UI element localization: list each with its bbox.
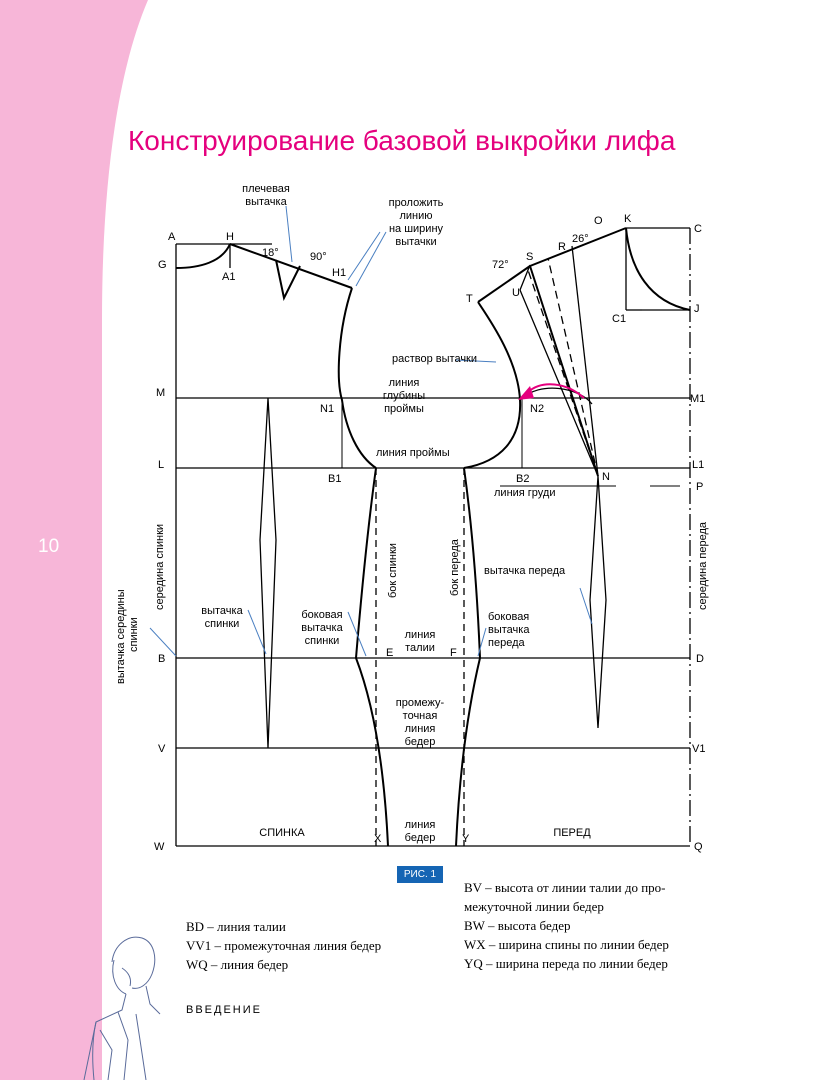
point-J: J	[694, 303, 700, 315]
bust-line-label: линия груди	[494, 487, 556, 499]
angle-90: 90°	[310, 251, 327, 263]
shoulder-dart-label-2: вытачка	[245, 196, 287, 208]
point-H: H	[226, 231, 234, 243]
point-S: S	[526, 251, 533, 263]
angle-26: 26°	[572, 233, 589, 245]
point-P: P	[696, 481, 703, 493]
section-label: ВВЕДЕНИЕ	[186, 1004, 262, 1016]
waist-line-label-2: талии	[405, 642, 435, 654]
legend-left: BD – линия талии VV1 – промежуточная лин…	[186, 917, 446, 974]
armhole-depth-label-3: проймы	[384, 403, 424, 415]
mid-hip-label-2: точная	[403, 710, 438, 722]
point-C: C	[694, 223, 702, 235]
point-W: W	[154, 841, 165, 853]
point-Y: Y	[462, 833, 470, 845]
back-dart-label-2: спинки	[205, 618, 240, 630]
legend-item: BV – высота от линии талии до про-	[464, 880, 666, 895]
angle-labels: 18° 90° 26° 72°	[262, 233, 589, 271]
hip-line-label-1: линия	[405, 819, 436, 831]
back-side-dart-label-3: спинки	[305, 635, 340, 647]
front-side-dart-label-1: боковая	[488, 611, 529, 623]
legend-item: межуточной линии бедер	[464, 899, 604, 914]
legend-item: WX – ширина спины по линии бедер	[464, 937, 669, 952]
back-side-label: бок спинки	[387, 543, 399, 598]
point-T: T	[466, 293, 473, 305]
point-L: L	[158, 459, 164, 471]
point-A: A	[168, 231, 176, 243]
angle-72: 72°	[492, 259, 509, 271]
point-E: E	[386, 647, 393, 659]
hip-line-label-2: бедер	[405, 832, 436, 844]
point-R: R	[558, 241, 566, 253]
back-dart-label-1: вытачка	[201, 605, 243, 617]
point-U: U	[512, 287, 520, 299]
point-H1: H1	[332, 267, 346, 279]
dart-opening-label: раствор вытачки	[392, 353, 477, 365]
page-title: Конструирование базовой выкройки лифа	[128, 125, 676, 156]
armhole-line-label: линия проймы	[376, 447, 450, 459]
construction-lines	[175, 227, 691, 847]
front-side-label: бок переда	[449, 538, 461, 596]
shoulder-dart-label-1: плечевая	[242, 183, 290, 195]
front-piece-label: ПЕРЕД	[553, 827, 591, 839]
mid-hip-label-3: линия	[405, 723, 436, 735]
back-piece-label: СПИНКА	[259, 827, 305, 839]
legend-item: BD – линия талии	[186, 919, 286, 934]
point-L1: L1	[692, 459, 704, 471]
point-X: X	[374, 833, 382, 845]
point-N1: N1	[320, 403, 334, 415]
point-G: G	[158, 259, 167, 271]
back-side-dart-label-1: боковая	[301, 609, 342, 621]
extend-line-label-4: вытачки	[395, 236, 436, 248]
point-B2: B2	[516, 473, 529, 485]
extend-line-label-3: на ширину	[389, 223, 444, 235]
annotations: плечевая вытачка проложить линию на шири…	[115, 183, 709, 844]
front-center-label: середина переда	[697, 521, 709, 610]
point-M: M	[156, 387, 165, 399]
mid-hip-label-4: бедер	[405, 736, 436, 748]
figure-badge: РИС. 1	[397, 866, 443, 883]
angle-18: 18°	[262, 247, 279, 259]
point-F: F	[450, 647, 457, 659]
dart-opening-arrow	[518, 383, 585, 400]
armhole-depth-label-1: линия	[389, 377, 420, 389]
fashion-sketch-icon	[83, 936, 161, 1080]
legend-item: WQ – линия бедер	[186, 957, 289, 972]
page-number: 10	[38, 536, 60, 557]
extend-line-label-1: проложить	[389, 197, 444, 209]
legend-item: BW – высота бедер	[464, 918, 571, 933]
point-V: V	[158, 743, 166, 755]
back-center-dart-label-1: вытачка середины	[115, 589, 127, 684]
legend-item: VV1 – промежуточная линия бедер	[186, 938, 382, 953]
point-N: N	[602, 471, 610, 483]
point-labels: A H G A1 H1 M N1 L B1 B E V W X Y F O K …	[154, 213, 705, 853]
point-N2: N2	[530, 403, 544, 415]
legend-item: YQ – ширина переда по линии бедер	[464, 956, 668, 971]
legend-right: BV – высота от линии талии до про- межут…	[464, 878, 724, 973]
point-A1: A1	[222, 271, 235, 283]
back-side-dart-label-2: вытачка	[301, 622, 343, 634]
waist-line-label-1: линия	[405, 629, 436, 641]
front-side-dart-label-2: вытачка	[488, 624, 530, 636]
front-side-dart-label-3: переда	[488, 637, 525, 649]
point-B1: B1	[328, 473, 341, 485]
leader-lines	[149, 205, 593, 657]
front-dart-label: вытачка переда	[484, 565, 566, 577]
point-C1: C1	[612, 313, 626, 325]
pattern-outline	[175, 227, 691, 847]
extend-line-label-2: линию	[399, 210, 432, 222]
mid-hip-label-1: промежу-	[396, 697, 445, 709]
armhole-depth-label-2: глубины	[383, 390, 425, 402]
back-center-dart-label-2: спинки	[128, 617, 140, 652]
point-O: O	[594, 215, 603, 227]
point-B: B	[158, 653, 165, 665]
point-M1: M1	[690, 393, 705, 405]
back-center-label: середина спинки	[154, 524, 166, 610]
point-K: K	[624, 213, 632, 225]
point-Q: Q	[694, 841, 703, 853]
point-V1: V1	[692, 743, 705, 755]
point-D: D	[696, 653, 704, 665]
